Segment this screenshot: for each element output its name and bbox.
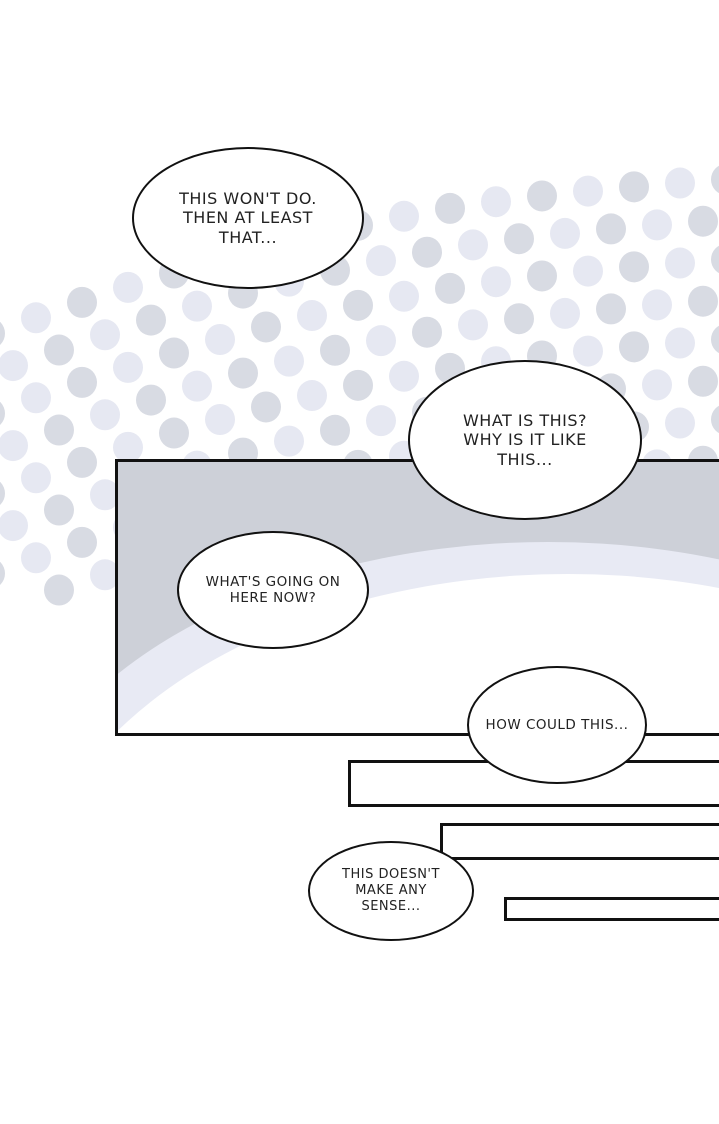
speech-bubble-1: THIS WON'T DO. THEN AT LEAST THAT... xyxy=(132,147,364,289)
speech-bubble-2: WHAT IS THIS? WHY IS IT LIKE THIS... xyxy=(408,360,642,520)
speech-bubble-5: THIS DOESN'T MAKE ANY SENSE... xyxy=(308,841,474,941)
speech-bubble-text: THIS DOESN'T MAKE ANY SENSE... xyxy=(342,866,440,915)
speech-bubble-4: HOW COULD THIS... xyxy=(467,666,647,784)
speech-bubble-text: WHAT'S GOING ON HERE NOW? xyxy=(205,573,341,606)
strip-panel-2 xyxy=(440,823,719,860)
speech-bubble-text: HOW COULD THIS... xyxy=(485,716,629,733)
speech-bubble-text: THIS WON'T DO. THEN AT LEAST THAT... xyxy=(179,188,317,247)
speech-bubble-text: WHAT IS THIS? WHY IS IT LIKE THIS... xyxy=(462,410,588,469)
strip-panel-3 xyxy=(504,897,719,921)
speech-bubble-3: WHAT'S GOING ON HERE NOW? xyxy=(177,531,369,649)
